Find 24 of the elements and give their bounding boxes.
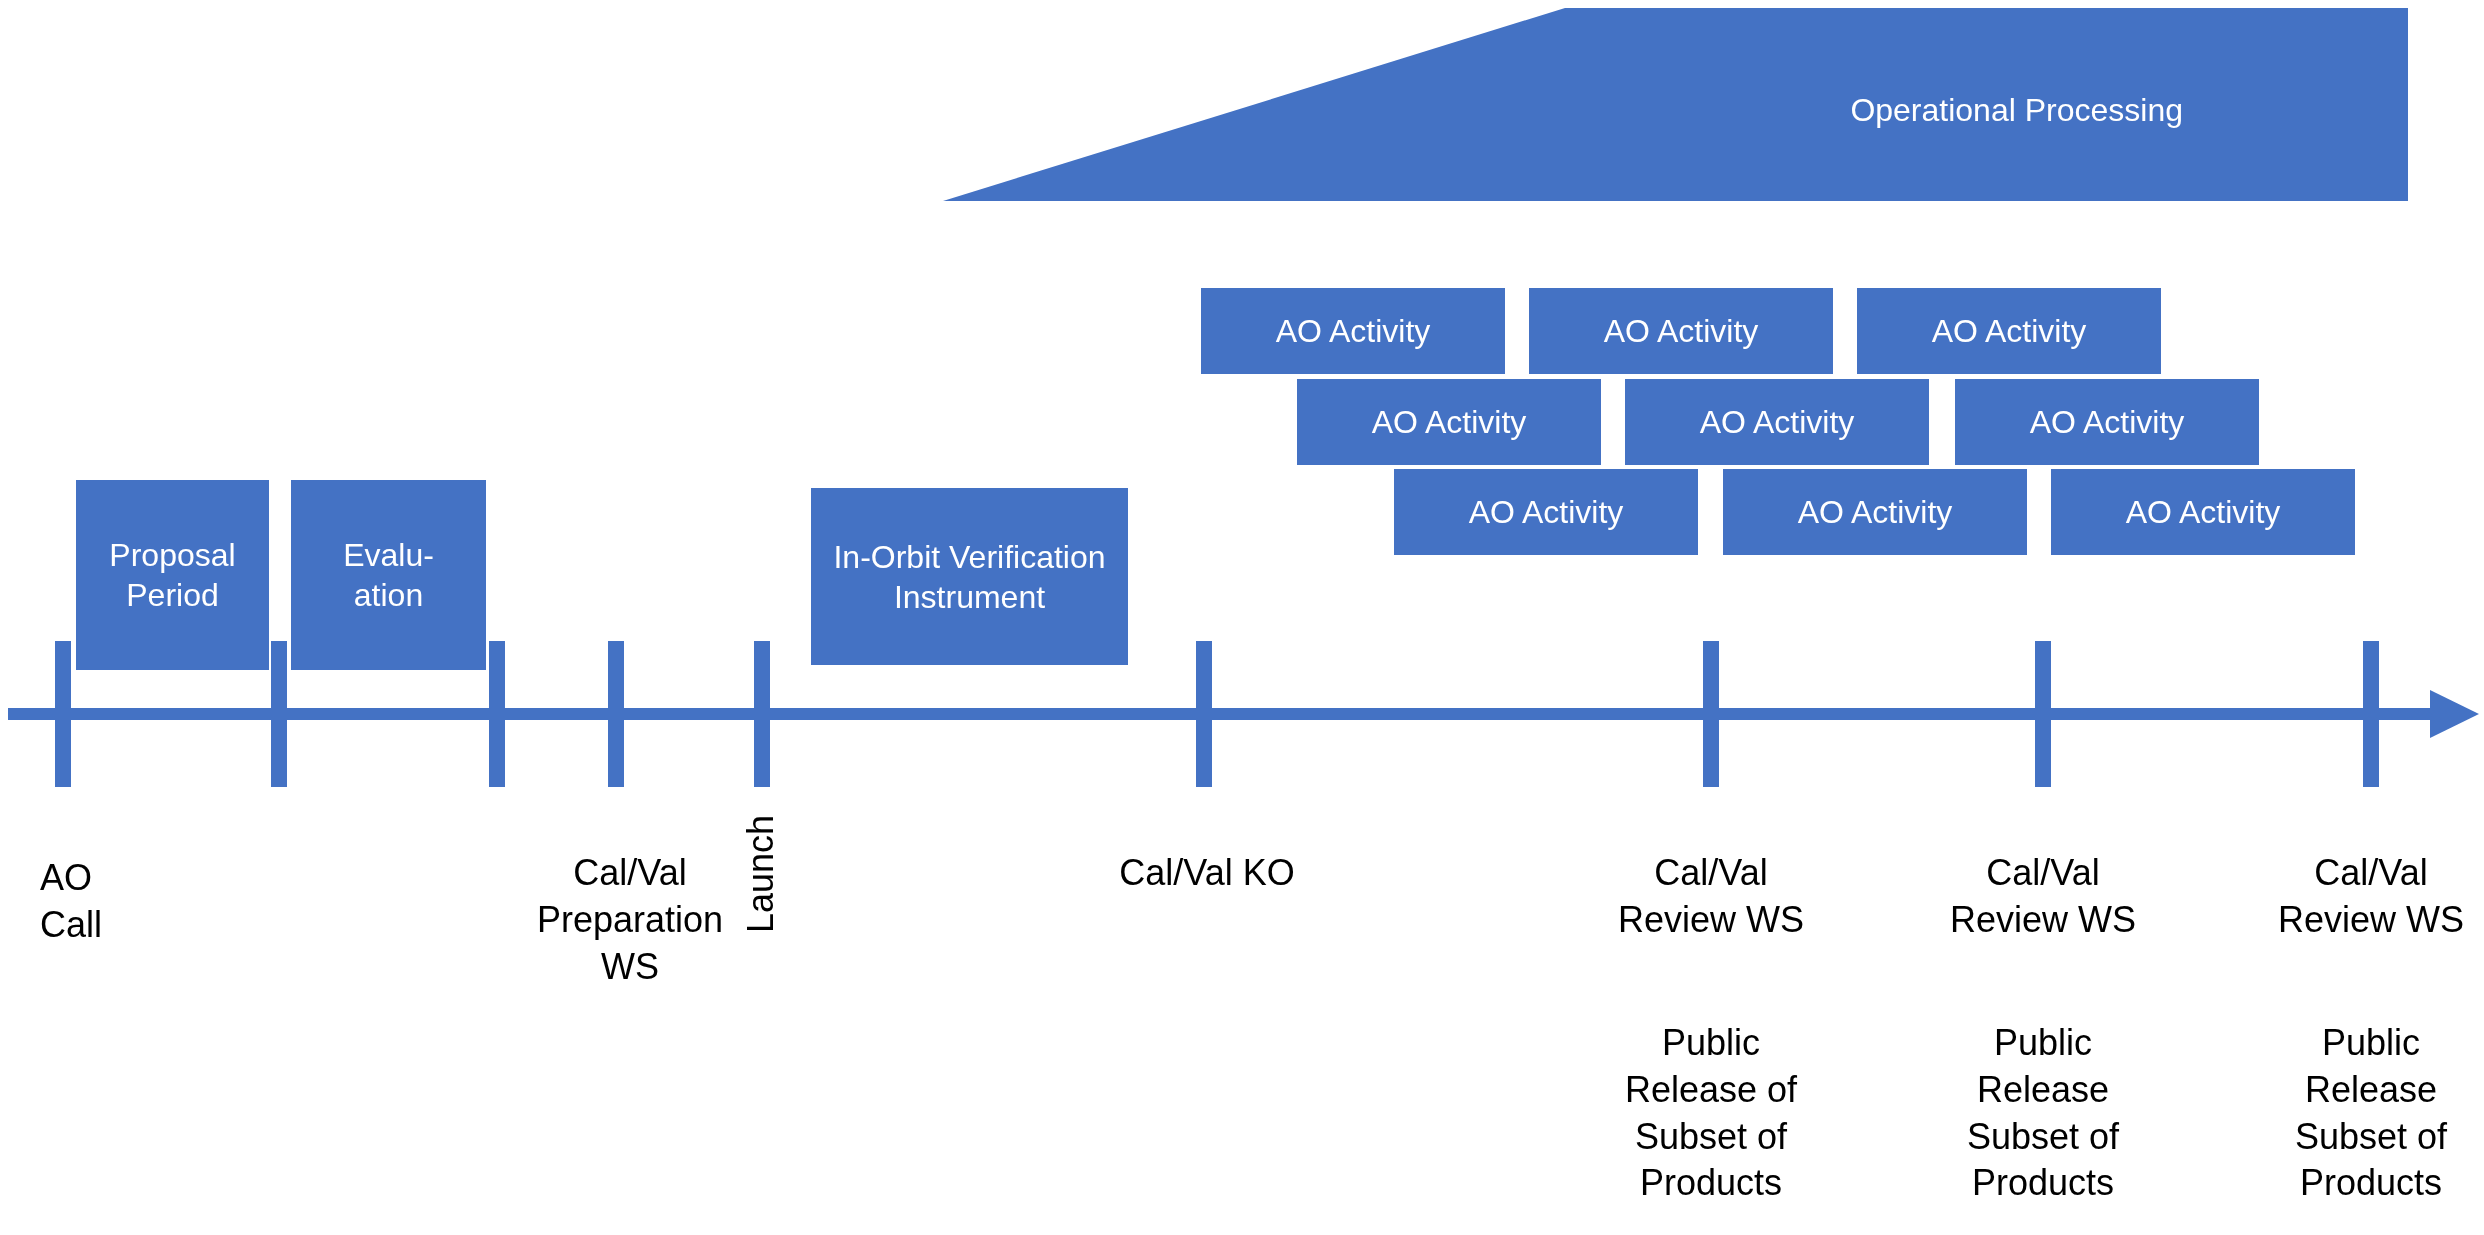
ramp-title: Operational Processing xyxy=(1850,91,2183,130)
milestone-label: AO Call xyxy=(40,856,103,947)
phase-box: AO Activity xyxy=(1625,379,1929,465)
milestone-label: Public Release of Subset of Products xyxy=(1623,1021,1799,1206)
milestone-label: Cal/Val KO xyxy=(1118,851,1296,895)
milestone-label: Cal/Val Review WS xyxy=(1949,851,2137,942)
phase-box: AO Activity xyxy=(1297,379,1601,465)
phase-box: Evalu- ation xyxy=(291,480,486,670)
phase-box: AO Activity xyxy=(1201,288,1505,374)
phase-box: AO Activity xyxy=(1529,288,1833,374)
phase-box: AO Activity xyxy=(1723,469,2027,555)
milestone-label: Public Release Subset of Products xyxy=(1965,1021,2121,1206)
milestone-label: Cal/Val Preparation WS xyxy=(535,851,725,989)
phase-box: AO Activity xyxy=(2051,469,2355,555)
milestone-label: Cal/Val Review WS xyxy=(2277,851,2465,942)
phase-box: AO Activity xyxy=(1955,379,2259,465)
phase-box: Proposal Period xyxy=(76,480,269,670)
processing-ramp xyxy=(943,8,2408,201)
milestone-label: Cal/Val Review WS xyxy=(1617,851,1805,942)
phase-box: In-Orbit Verification Instrument xyxy=(811,488,1128,665)
milestone-label: Public Release Subset of Products xyxy=(2293,1021,2449,1206)
phase-box: AO Activity xyxy=(1857,288,2161,374)
milestone-label: Launch xyxy=(739,815,782,934)
phase-box: AO Activity xyxy=(1394,469,1698,555)
